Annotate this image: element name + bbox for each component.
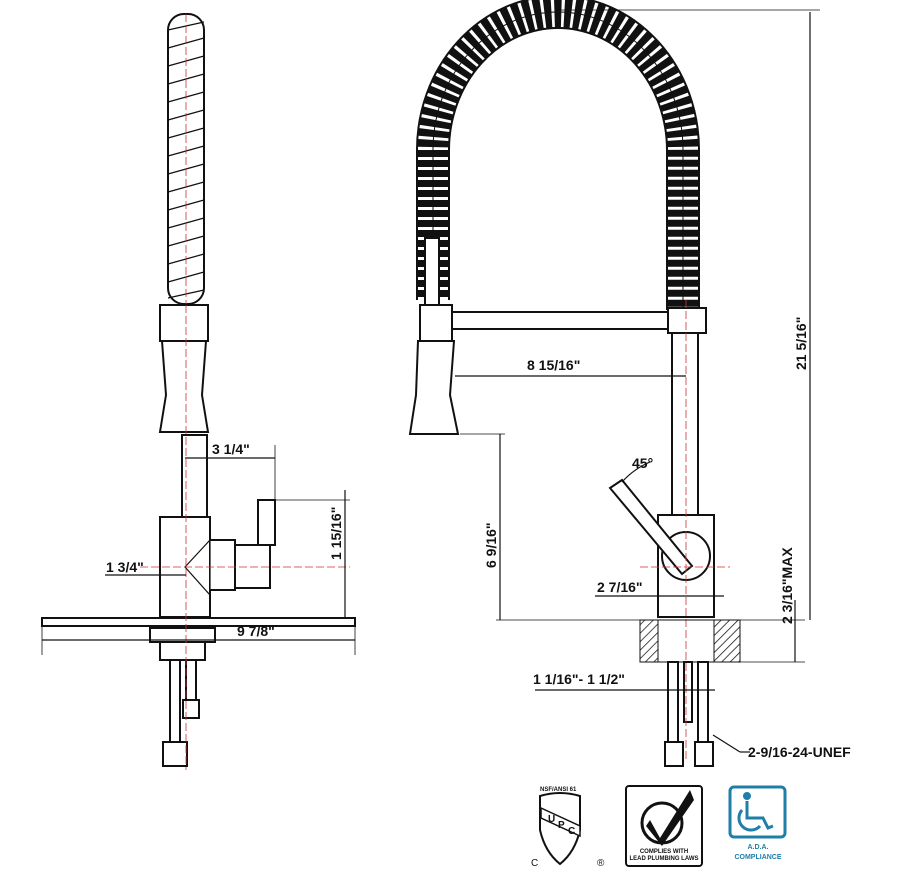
svg-text:COMPLIES WITH: COMPLIES WITH xyxy=(640,849,688,855)
svg-text:®: ® xyxy=(597,858,605,869)
front-pull-hose xyxy=(424,237,440,309)
svg-text:U: U xyxy=(548,814,555,825)
side-spray-head xyxy=(158,340,210,433)
side-spring-coil xyxy=(167,13,205,305)
lead-compliance-logo: COMPLIES WITH LEAD PLUMBING LAWS xyxy=(625,785,703,867)
front-spout-ring xyxy=(419,304,453,342)
svg-text:A.D.A.: A.D.A. xyxy=(748,844,769,851)
ada-compliance-logo: A.D.A. COMPLIANCE xyxy=(728,785,787,861)
dim-total-height: 21 5/16" xyxy=(793,317,809,370)
front-spring-arc xyxy=(416,0,700,310)
front-body-tube xyxy=(671,332,699,516)
dim-hole-size: 1 1/16"- 1 1/2" xyxy=(533,671,625,687)
dim-spout-clearance: 6 9/16" xyxy=(483,522,499,568)
dim-body-offset: 1 3/4" xyxy=(106,559,144,575)
svg-text:C: C xyxy=(531,858,538,869)
side-handle-cap xyxy=(184,538,211,597)
deck-plate xyxy=(41,617,356,627)
upc-logo: NSF/ANSI 61 U P C C ® xyxy=(531,787,605,869)
wheelchair-icon xyxy=(737,792,774,832)
svg-text:P: P xyxy=(558,820,565,831)
front-mounting-hardware xyxy=(664,661,714,767)
front-spray-head xyxy=(408,340,460,435)
side-handle xyxy=(210,499,276,591)
dim-thread: 2-9/16-24-UNEF xyxy=(748,744,851,760)
front-spout-arm xyxy=(449,311,676,330)
dim-deck-plate: 9 7/8" xyxy=(237,623,275,639)
front-view-faucet: 8 15/16" 45° 6 9/16" 2 7/16" 2 3/16"MAX … xyxy=(408,0,851,767)
dim-handle-reach: 3 1/4" xyxy=(212,441,250,457)
svg-text:COMPLIANCE: COMPLIANCE xyxy=(734,854,781,861)
dim-handle-height: 1 15/16" xyxy=(328,507,344,560)
svg-text:C: C xyxy=(568,826,575,837)
side-mounting-hardware xyxy=(149,627,216,767)
checkmark-icon xyxy=(646,790,694,846)
dim-handle-angle: 45° xyxy=(632,455,653,471)
front-collar xyxy=(667,307,707,334)
dim-base-diameter: 2 7/16" xyxy=(597,579,643,595)
dim-spout-reach: 8 15/16" xyxy=(527,357,580,373)
side-view-faucet: 3 1/4" 1 15/16" 1 3/4" 9 7/8" xyxy=(41,13,356,770)
svg-text:LEAD PLUMBING LAWS: LEAD PLUMBING LAWS xyxy=(630,856,699,862)
svg-text:NSF/ANSI 61: NSF/ANSI 61 xyxy=(540,787,577,793)
dim-deck-thickness: 2 3/16"MAX xyxy=(779,547,795,624)
side-spout-ring xyxy=(159,304,209,342)
front-handle-lever xyxy=(608,478,694,576)
